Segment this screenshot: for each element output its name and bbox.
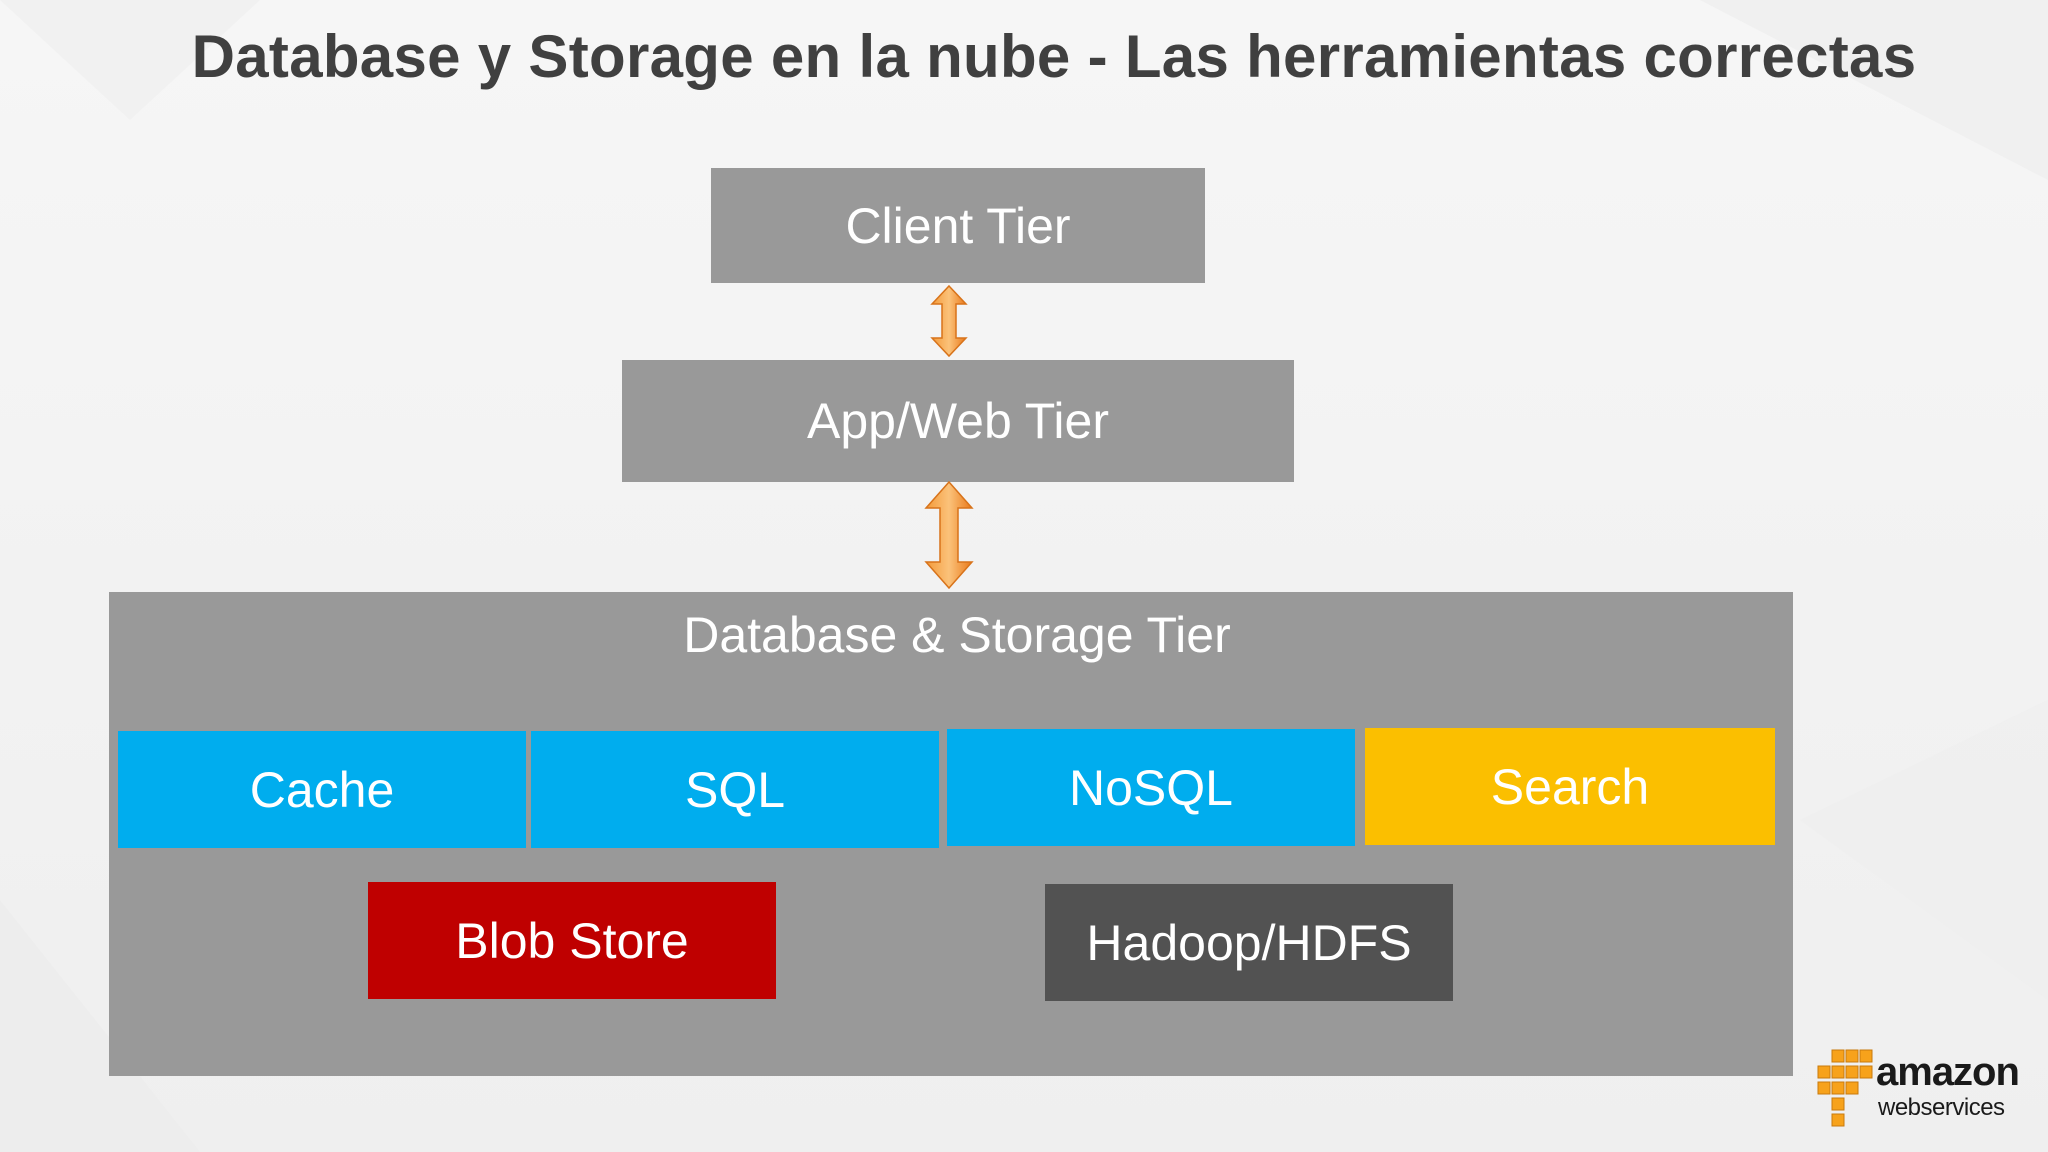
sql-box: SQL (531, 731, 939, 848)
search-box: Search (1365, 728, 1775, 845)
database-storage-tier-box: Database & Storage Tier Cache SQL NoSQL … (109, 592, 1793, 1076)
app-web-tier-box: App/Web Tier (622, 360, 1294, 482)
double-arrow-icon (930, 284, 968, 358)
slide-title: Database y Storage en la nube - Las herr… (191, 23, 1917, 90)
cache-box: Cache (118, 731, 526, 848)
client-tier-box: Client Tier (711, 168, 1205, 283)
aws-logo-webservices: webservices (1878, 1094, 2005, 1121)
hadoop-hdfs-box: Hadoop/HDFS (1045, 884, 1453, 1001)
blob-store-box: Blob Store (368, 882, 776, 999)
aws-cubes-icon (1817, 1049, 1873, 1127)
database-storage-tier-label: Database & Storage Tier (683, 607, 1231, 663)
aws-logo-amazon: amazon (1876, 1050, 2020, 1094)
double-arrow-icon (924, 480, 974, 590)
nosql-box: NoSQL (947, 729, 1355, 846)
aws-logo: amazon webservices (1812, 1048, 2022, 1130)
